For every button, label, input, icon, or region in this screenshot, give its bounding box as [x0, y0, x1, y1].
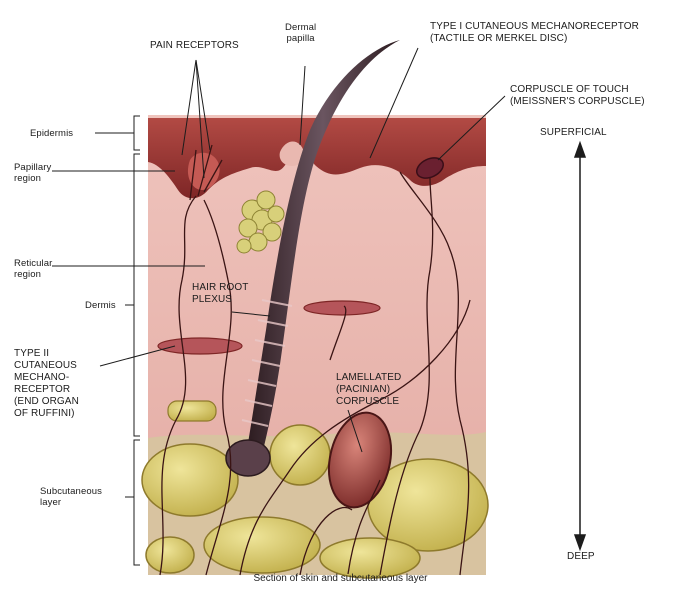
- label-papillary-region: Papillary region: [14, 162, 51, 184]
- figure-caption: Section of skin and subcutaneous layer: [0, 573, 681, 584]
- label-hair-root-plexus: HAIR ROOT PLEXUS: [192, 282, 248, 306]
- label-type1-mechanoreceptor: TYPE I CUTANEOUS MECHANORECEPTOR (TACTIL…: [430, 21, 639, 45]
- label-dermal-papilla: Dermal papilla: [285, 22, 316, 44]
- label-dermis: Dermis: [85, 300, 116, 311]
- label-epidermis: Epidermis: [30, 128, 73, 139]
- label-pacinian-corpuscle: LAMELLATED (PACINIAN) CORPUSCLE: [336, 372, 401, 408]
- label-subcutaneous-layer: Subcutaneous layer: [40, 486, 102, 508]
- label-pain-receptors: PAIN RECEPTORS: [150, 40, 239, 52]
- label-type2-mechanoreceptor: TYPE II CUTANEOUS MECHANO- RECEPTOR (END…: [14, 348, 79, 420]
- label-meissner-corpuscle: CORPUSCLE OF TOUCH (MEISSNER'S CORPUSCLE…: [510, 84, 645, 108]
- label-deep: DEEP: [567, 551, 595, 563]
- label-reticular-region: Reticular region: [14, 258, 52, 280]
- hair-bulb: [226, 440, 270, 476]
- depth-arrow: [575, 143, 585, 549]
- label-superficial: SUPERFICIAL: [540, 127, 607, 139]
